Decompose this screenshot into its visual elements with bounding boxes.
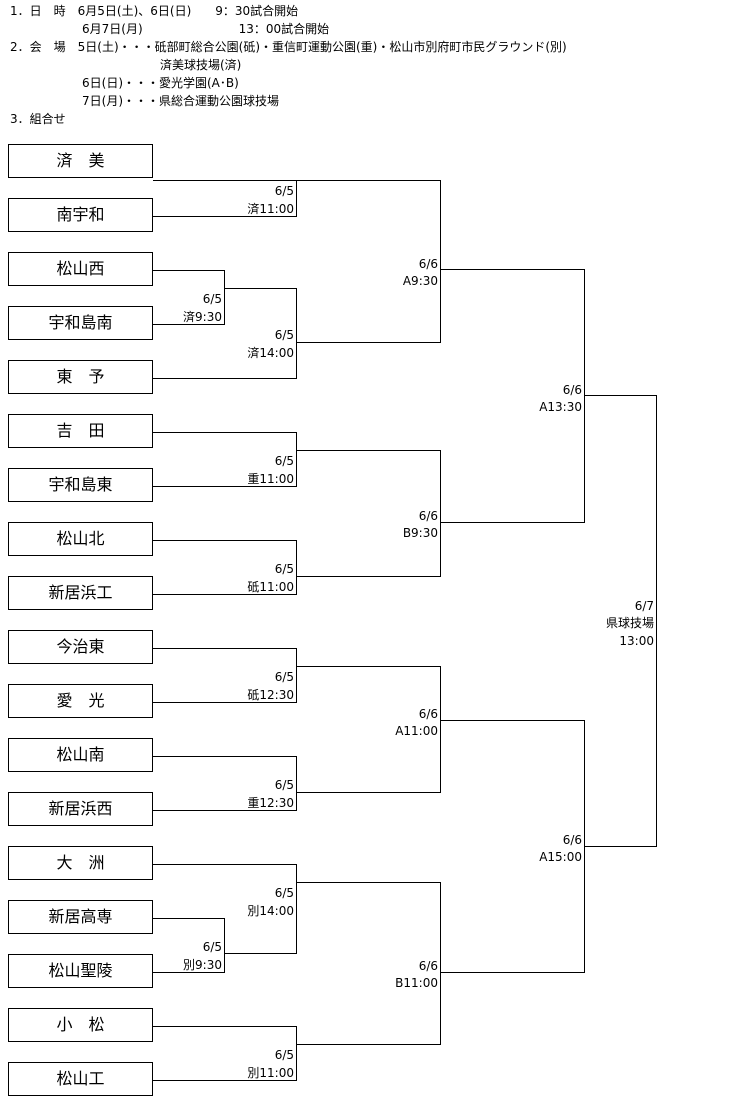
game-8-date: 6/5	[274, 886, 294, 900]
team-matsuyama-minami: 松山南	[8, 738, 153, 772]
team-seimi: 済 美	[8, 144, 153, 178]
game-5-date: 6/5	[274, 562, 294, 576]
team-matsuyama-kita: 松山北	[8, 522, 153, 556]
quarterfinal-1-info: A9:30	[402, 274, 438, 288]
team-niihama-kosen: 新居高専	[8, 900, 153, 934]
team-uwajima-higashi: 宇和島東	[8, 468, 153, 502]
quarterfinal-1-date: 6/6	[418, 257, 438, 271]
game-9-date: 6/5	[202, 940, 222, 954]
quarterfinal-2-date: 6/6	[418, 509, 438, 523]
final-time: 13:00	[619, 634, 654, 648]
header-venue-line-1: 2．会 場 5日(土)・・・砥部町総合公園(砥)・重信町運動公園(重)・松山市別…	[10, 40, 567, 54]
team-aiko: 愛 光	[8, 684, 153, 718]
semifinal-2-date: 6/6	[562, 833, 582, 847]
team-matsuyama-ko: 松山工	[8, 1062, 153, 1096]
team-yoshida: 吉 田	[8, 414, 153, 448]
final-date: 6/7	[634, 599, 654, 613]
team-niihama-nishi: 新居浜西	[8, 792, 153, 826]
game-10-date: 6/5	[274, 1048, 294, 1062]
game-4-date: 6/5	[274, 454, 294, 468]
game-2-date: 6/5	[202, 292, 222, 306]
header-section-title: 3．組合せ	[10, 112, 66, 126]
semifinal-1-info: A13:30	[539, 400, 582, 414]
quarterfinal-3-date: 6/6	[418, 707, 438, 721]
game-6-date: 6/5	[274, 670, 294, 684]
game-2-info: 済9:30	[183, 310, 222, 324]
team-matsuyama-nishi: 松山西	[8, 252, 153, 286]
header-venue-line-2: 済美球技場(済)	[160, 58, 242, 72]
header-venue-line-3: 6日(日)・・・愛光学園(A･B)	[82, 76, 239, 90]
game-1-info: 済11:00	[247, 202, 294, 216]
semifinal-2-info: A15:00	[539, 850, 582, 864]
quarterfinal-3-info: A11:00	[395, 724, 438, 738]
team-matsuyama-seiryo: 松山聖陵	[8, 954, 153, 988]
final-venue: 県球技場	[605, 616, 654, 630]
team-ozu: 大 洲	[8, 846, 153, 880]
game-7-info: 重12:30	[247, 796, 294, 810]
header-date-line-1: 1．日 時 6月5日(土)、6日(日) 9：30試合開始	[10, 4, 299, 18]
game-9-info: 別9:30	[183, 958, 222, 972]
game-6-info: 砥12:30	[247, 688, 294, 702]
quarterfinal-4-info: B11:00	[395, 976, 438, 990]
team-toyo: 東 予	[8, 360, 153, 394]
header-date-line-2: 6月7日(月) 13：00試合開始	[82, 22, 330, 36]
team-niihama-ko: 新居浜工	[8, 576, 153, 610]
game-7-date: 6/5	[274, 778, 294, 792]
game-4-info: 重11:00	[247, 472, 294, 486]
game-10-info: 別11:00	[247, 1066, 294, 1080]
game-1-date: 6/5	[274, 184, 294, 198]
game-3-info: 済14:00	[247, 346, 294, 360]
team-nanuwa: 南宇和	[8, 198, 153, 232]
quarterfinal-2-info: B9:30	[402, 526, 438, 540]
team-uwajima-minami: 宇和島南	[8, 306, 153, 340]
game-8-info: 別14:00	[247, 904, 294, 918]
team-imabari-higashi: 今治東	[8, 630, 153, 664]
semifinal-1-date: 6/6	[562, 383, 582, 397]
team-komatsu: 小 松	[8, 1008, 153, 1042]
quarterfinal-4-date: 6/6	[418, 959, 438, 973]
header-venue-line-4: 7日(月)・・・県総合運動公園球技場	[82, 94, 279, 108]
game-5-info: 砥11:00	[247, 580, 294, 594]
game-3-date: 6/5	[274, 328, 294, 342]
